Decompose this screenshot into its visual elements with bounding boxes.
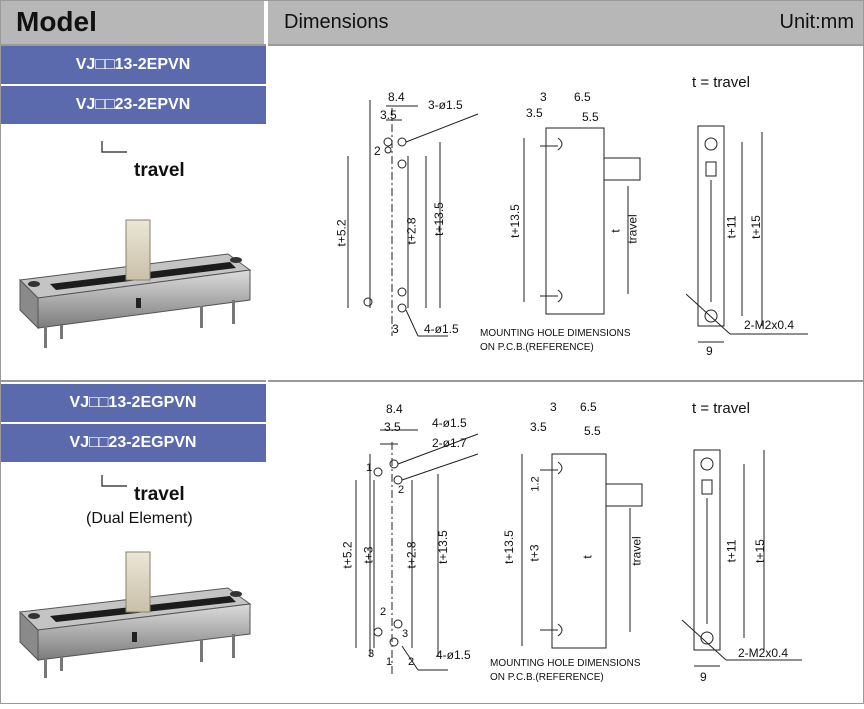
technical-drawing-2: [355, 429, 802, 674]
mounting-note-1a: MOUNTING HOLE DIMENSIONS: [480, 328, 631, 339]
dim-b2-5-5: 5.5: [584, 424, 601, 438]
mounting-note-1b: ON P.C.B.(REFERENCE): [480, 342, 594, 353]
product-photo-area-2: travel (Dual Element): [0, 464, 266, 704]
dim-b2-3: 3: [550, 400, 557, 414]
column-divider: [266, 44, 268, 704]
dual-element-note: (Dual Element): [86, 510, 193, 527]
dim-a2-3-5: 3.5: [384, 420, 401, 434]
dim-a2-8-4: 8.4: [386, 402, 403, 416]
dim-a2-3-bottom: 3: [368, 648, 375, 660]
dim-c2-m2: 2-M2x0.4: [738, 646, 789, 660]
dim-c-9: 9: [706, 344, 713, 358]
dim-a-3-hole: 3-ø1.5: [428, 98, 463, 112]
dim-a-t-5-2: t+5.2: [334, 219, 349, 247]
dim-b2-t: t: [580, 555, 595, 559]
dim-a-t-2-8: t+2.8: [404, 217, 419, 245]
dim-b2-3-5: 3.5: [530, 420, 547, 434]
dim-a2-2-bottom: 2: [408, 656, 415, 668]
model-name-2b: VJ□□23-2EGPVN: [0, 424, 266, 464]
row-divider: [0, 380, 864, 382]
model-name-1b: VJ□□23-2EPVN: [0, 86, 266, 126]
travel-label-1: travel: [134, 160, 185, 181]
dim-a-3-bottom: 3: [392, 322, 399, 336]
dim-c2-t-11: t+11: [724, 539, 739, 563]
dim-b2-t-13-5: t+13.5: [501, 530, 516, 564]
slide-potentiometer-photo: [18, 219, 252, 348]
model-header-label: Model: [16, 6, 97, 37]
technical-drawing-1: [347, 100, 808, 343]
model-name-2a: VJ□□13-2EGPVN: [0, 384, 266, 424]
dimensions-header: Dimensions Unit:mm: [268, 0, 864, 44]
dim-b-travel: travel: [625, 214, 640, 244]
travel-note-2: t = travel: [692, 400, 750, 417]
dim-c-t-15: t+15: [748, 215, 763, 239]
dimension-drawing-2: 8.4 3.5 4-ø1.5 2-ø1.7 1 2 t+5.2 t+3 t+2.…: [268, 384, 864, 704]
dim-a-8-4: 8.4: [388, 90, 405, 104]
dim-a-t-13-5: t+13.5: [431, 202, 446, 236]
dim-b-3-5: 3.5: [526, 106, 543, 120]
dim-b2-travel: travel: [629, 536, 644, 566]
unit-label: Unit:mm: [779, 10, 854, 33]
dim-b2-6-5: 6.5: [580, 400, 597, 414]
dim-a2-2-hole: 2-ø1.7: [432, 436, 467, 450]
travel-arrow-icon: [101, 141, 127, 153]
dim-a-4-hole: 4-ø1.5: [424, 322, 459, 336]
dim-a2-t-5-2: t+5.2: [340, 541, 355, 569]
dim-b2-1-2: 1.2: [529, 476, 542, 492]
travel-note-1: t = travel: [692, 74, 750, 91]
dim-b-t: t: [608, 229, 623, 233]
dim-b-3: 3: [540, 90, 547, 104]
dim-a2-2: 2: [398, 484, 405, 496]
dim-c-t-11: t+11: [724, 215, 739, 239]
dim-a2-t-13-5: t+13.5: [435, 530, 450, 564]
product-photo-area-1: travel: [0, 126, 266, 380]
header-divider: [0, 44, 864, 46]
dimensions-header-label: Dimensions: [284, 10, 389, 33]
dim-a2-t-2-8: t+2.8: [404, 541, 419, 569]
mounting-note-2b: ON P.C.B.(REFERENCE): [490, 672, 604, 683]
mounting-note-2a: MOUNTING HOLE DIMENSIONS: [490, 658, 641, 669]
dim-c-m2: 2-M2x0.4: [744, 318, 795, 332]
dim-a2-1-bottom: 1: [386, 656, 393, 668]
dim-b-5-5: 5.5: [582, 110, 599, 124]
dim-b-t-13-5: t+13.5: [507, 204, 522, 238]
dim-c2-9: 9: [700, 670, 707, 684]
dim-b2-t-3: t+3: [527, 544, 542, 562]
model-header: Model: [0, 0, 266, 44]
dim-a2-3-lower: 3: [402, 628, 409, 640]
model-name-1a: VJ□□13-2EPVN: [0, 46, 266, 86]
dim-c2-t-15: t+15: [752, 539, 767, 563]
dim-a2-1: 1: [366, 462, 373, 474]
dim-a2-4-hole-bottom: 4-ø1.5: [436, 648, 471, 662]
dim-b-6-5: 6.5: [574, 90, 591, 104]
dim-a-3-5: 3.5: [380, 108, 397, 122]
dim-a2-t-3: t+3: [361, 546, 376, 564]
travel-arrow-icon: [101, 475, 127, 487]
slide-potentiometer-photo: [18, 551, 252, 678]
dim-a-2: 2: [374, 144, 381, 158]
dimension-drawing-1: 8.4 3.5 3-ø1.5 2 t+5.2 t+2.8 t+13.5 3 4-…: [268, 46, 864, 380]
dim-a2-2-lower: 2: [380, 606, 387, 618]
dim-a2-4-hole: 4-ø1.5: [432, 416, 467, 430]
travel-label-2: travel: [134, 484, 185, 505]
